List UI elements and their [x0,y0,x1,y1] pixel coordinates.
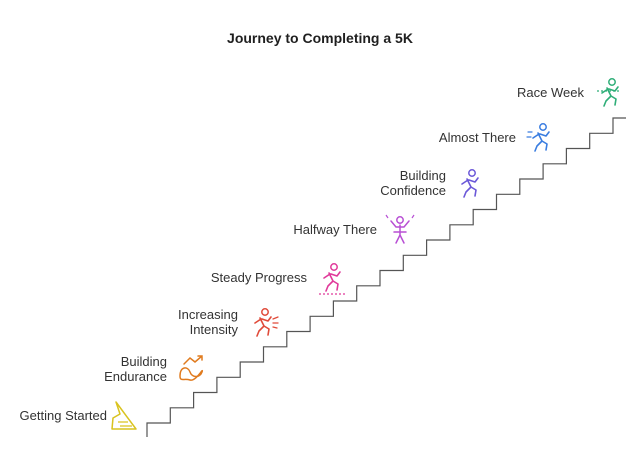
fast-runner-icon [526,123,550,152]
step-label-line: Getting Started [19,407,107,423]
step-label-line: Building [120,354,167,369]
step-label-line: Building [399,168,446,183]
step-label-line: Race Week [517,84,584,100]
step-label-line: Confidence [380,183,446,198]
finish-line-runner-icon [597,78,621,107]
sprinting-runner-icon [254,308,279,337]
step-label: Almost There [439,130,516,145]
endurance-trend-icon [179,355,204,381]
step-label: Halfway There [293,222,377,237]
step-label-line: Increasing [178,307,238,322]
diagram-title: Journey to Completing a 5K [227,30,413,46]
step-label-line: Endurance [104,369,167,384]
warm-up-stretch-icon [111,401,137,430]
step-label-line: Steady Progress [210,269,307,285]
staircase-line [146,117,626,437]
step-label-line: Intensity [189,322,238,337]
step-label: Steady Progress [211,270,307,285]
step-icons [111,78,621,430]
step-label: Race Week [517,85,584,100]
step-label: Getting Started [20,408,107,423]
step-label-line: Halfway There [293,221,377,237]
jogging-runner-icon [319,263,345,295]
confident-runner-icon [461,169,479,198]
cheering-runner-icon [385,214,415,244]
step-label-line: Almost There [438,129,516,145]
